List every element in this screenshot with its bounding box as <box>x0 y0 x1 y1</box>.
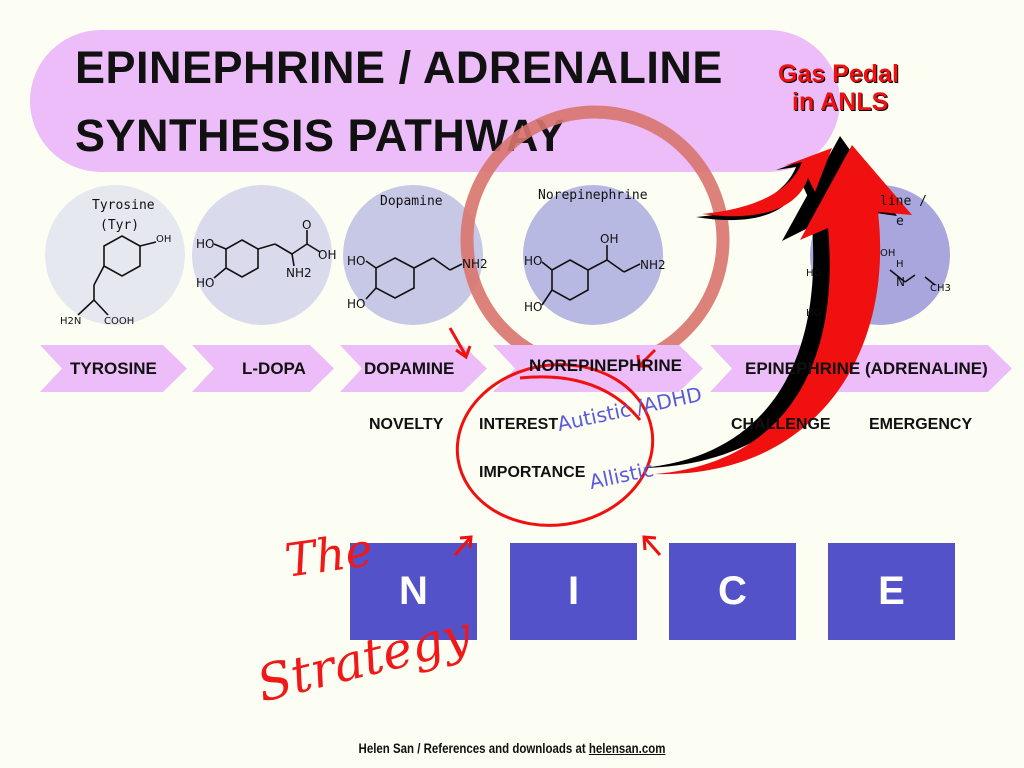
atom-label: OH <box>600 232 619 246</box>
atom-label: O <box>302 218 312 232</box>
atom-label: HO <box>347 297 366 311</box>
step-label: EPINEPHRINE (ADRENALINE) <box>745 359 988 378</box>
atom-label: NH2 <box>462 257 488 271</box>
atom-label: NH2 <box>286 266 312 280</box>
trigger-challenge: CHALLENGE <box>731 416 831 433</box>
tyrosine-molecule-circle <box>45 185 185 325</box>
molecule-sub: e <box>896 214 904 229</box>
trigger-interest: INTEREST <box>479 416 559 433</box>
pathway-step-ldopa <box>192 345 334 392</box>
in-anls-label: in ANLS <box>792 88 889 116</box>
arrow-icon <box>636 348 657 368</box>
footer-credit: Helen San / References and downloads at … <box>92 740 932 756</box>
trigger-emergency: EMERGENCY <box>869 416 973 433</box>
atom-label: HO <box>806 268 822 279</box>
gas-pedal-label: Gas Pedal <box>778 60 899 88</box>
nice-box-i: I <box>510 543 637 640</box>
dopamine-molecule-circle <box>343 185 483 325</box>
atom-label: HO <box>196 237 215 251</box>
arrow-icon <box>448 327 472 360</box>
atom-label: H <box>896 259 904 270</box>
pathway-step-epinephrine <box>710 345 1012 392</box>
title-line-2: SYNTHESIS PATHWAY <box>75 110 566 161</box>
molecule-name: line / <box>880 194 927 209</box>
nice-box-n: N <box>350 543 477 640</box>
title-banner <box>30 30 840 172</box>
trigger-importance: IMPORTANCE <box>479 464 586 481</box>
atom-label: N <box>896 275 905 289</box>
arrow-icon <box>642 535 662 556</box>
norepinephrine-molecule-circle <box>523 185 663 325</box>
atom-label: HO <box>524 254 543 268</box>
footer-link[interactable]: helensan.com <box>588 740 666 756</box>
highlight-circle <box>455 363 655 527</box>
step-label: TYROSINE <box>70 359 157 378</box>
molecule-name: Dopamine <box>380 194 443 209</box>
pathway-step-tyrosine <box>40 345 187 392</box>
trigger-novelty: NOVELTY <box>369 416 444 433</box>
molecule-name: Norepinephrine <box>538 188 648 203</box>
nice-box-e: E <box>828 543 955 640</box>
big-curved-arrow-icon <box>642 136 912 475</box>
step-label: L-DOPA <box>242 359 306 378</box>
atom-label: OH <box>880 248 896 259</box>
footer-text: Helen San / References and downloads at <box>358 740 589 756</box>
atom-label: NH2 <box>640 258 666 272</box>
step-label: DOPAMINE <box>364 359 455 378</box>
atom-label: HO <box>806 308 822 319</box>
atom-label: OH <box>318 248 337 262</box>
title-line-1: EPINEPHRINE / ADRENALINE <box>75 42 723 93</box>
step-label: NOREPINEPHRINE <box>529 356 683 375</box>
ldopa-molecule-circle <box>192 185 332 325</box>
nice-box-c: C <box>669 543 796 640</box>
molecule-sub: (Tyr) <box>100 218 140 233</box>
atom-label: HO <box>196 276 215 290</box>
atom-label: COOH <box>104 316 135 327</box>
atom-label: H2N <box>60 316 82 327</box>
atom-label: CH3 <box>930 283 951 294</box>
atom-label: HO <box>347 254 366 268</box>
molecule-name: Tyrosine <box>92 198 155 213</box>
atom-label: OH <box>156 234 172 245</box>
atom-label: HO <box>524 300 543 314</box>
arrow-icon <box>453 535 473 556</box>
